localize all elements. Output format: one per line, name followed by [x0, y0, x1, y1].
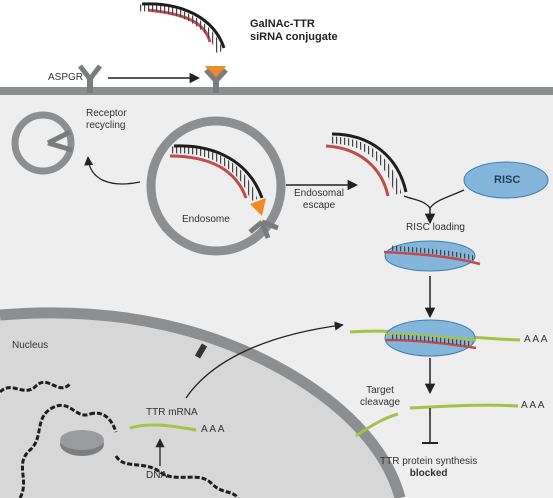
cleaved-mrna-fragment — [409, 403, 519, 410]
poly-a-label: A A A — [521, 400, 545, 411]
target-cleavage-line2: cleavage — [360, 397, 401, 408]
endosome — [146, 116, 286, 256]
nucleus-label: Nucleus — [12, 340, 49, 351]
ttr-mrna-strand — [129, 423, 197, 432]
risc-on-mrna — [349, 319, 521, 357]
endosomal-escape-line2: escape — [302, 200, 336, 211]
risc-label: RISC — [494, 174, 521, 186]
aspgr-receptor-left — [78, 64, 102, 93]
nuclear-pore — [194, 343, 208, 359]
poly-a-label: A A A — [524, 334, 548, 345]
conjugate-title-line2: siRNA conjugate — [250, 31, 338, 43]
export-arrow — [185, 321, 344, 399]
target-cleavage-line1: Target — [366, 385, 394, 396]
ttr-mrna-label: TTR mRNA — [146, 407, 198, 418]
dna-chromatin — [0, 380, 240, 498]
galnac-sirna-conjugate — [139, 2, 226, 80]
synthesis-blocked-label: TTR protein synthesis blocked — [380, 456, 477, 480]
endosomal-escape-line1: Endosomal — [294, 188, 345, 199]
nucleus — [0, 307, 406, 498]
cell-membrane — [0, 87, 553, 95]
endosome-label: Endosome — [182, 214, 230, 225]
receptor-recycling-label: Receptor recycling — [86, 108, 127, 132]
free-sirna — [325, 132, 408, 197]
loaded-risc — [383, 240, 481, 272]
aspgr-receptor-right — [204, 68, 228, 93]
risc-complex — [463, 161, 549, 199]
synthesis-line2: blocked — [409, 468, 448, 479]
galnac-ligand-icon — [250, 198, 266, 216]
recycling-vesicle — [11, 111, 75, 175]
aspgr-label: ASPGR — [48, 72, 84, 83]
conjugate-title: GalNAc-TTR siRNA conjugate — [250, 18, 338, 44]
recycling-arrow — [84, 156, 141, 185]
conjugate-title-line1: GalNAc-TTR — [250, 18, 315, 30]
risc-loading-label: RISC loading — [406, 222, 465, 233]
synthesis-line1: TTR protein synthesis — [380, 456, 478, 467]
receptor-recycling-line1: Receptor — [86, 108, 127, 119]
galnac-ligand-icon — [205, 66, 226, 80]
dna-label: DNA — [146, 470, 168, 481]
poly-a-label: A A A — [201, 424, 225, 435]
endosomal-escape-label: Endosomal escape — [294, 188, 344, 212]
cleaved-mrna-fragment — [355, 412, 399, 438]
receptor-recycling-line2: recycling — [86, 120, 126, 131]
target-cleavage-label: Target cleavage — [360, 385, 400, 409]
